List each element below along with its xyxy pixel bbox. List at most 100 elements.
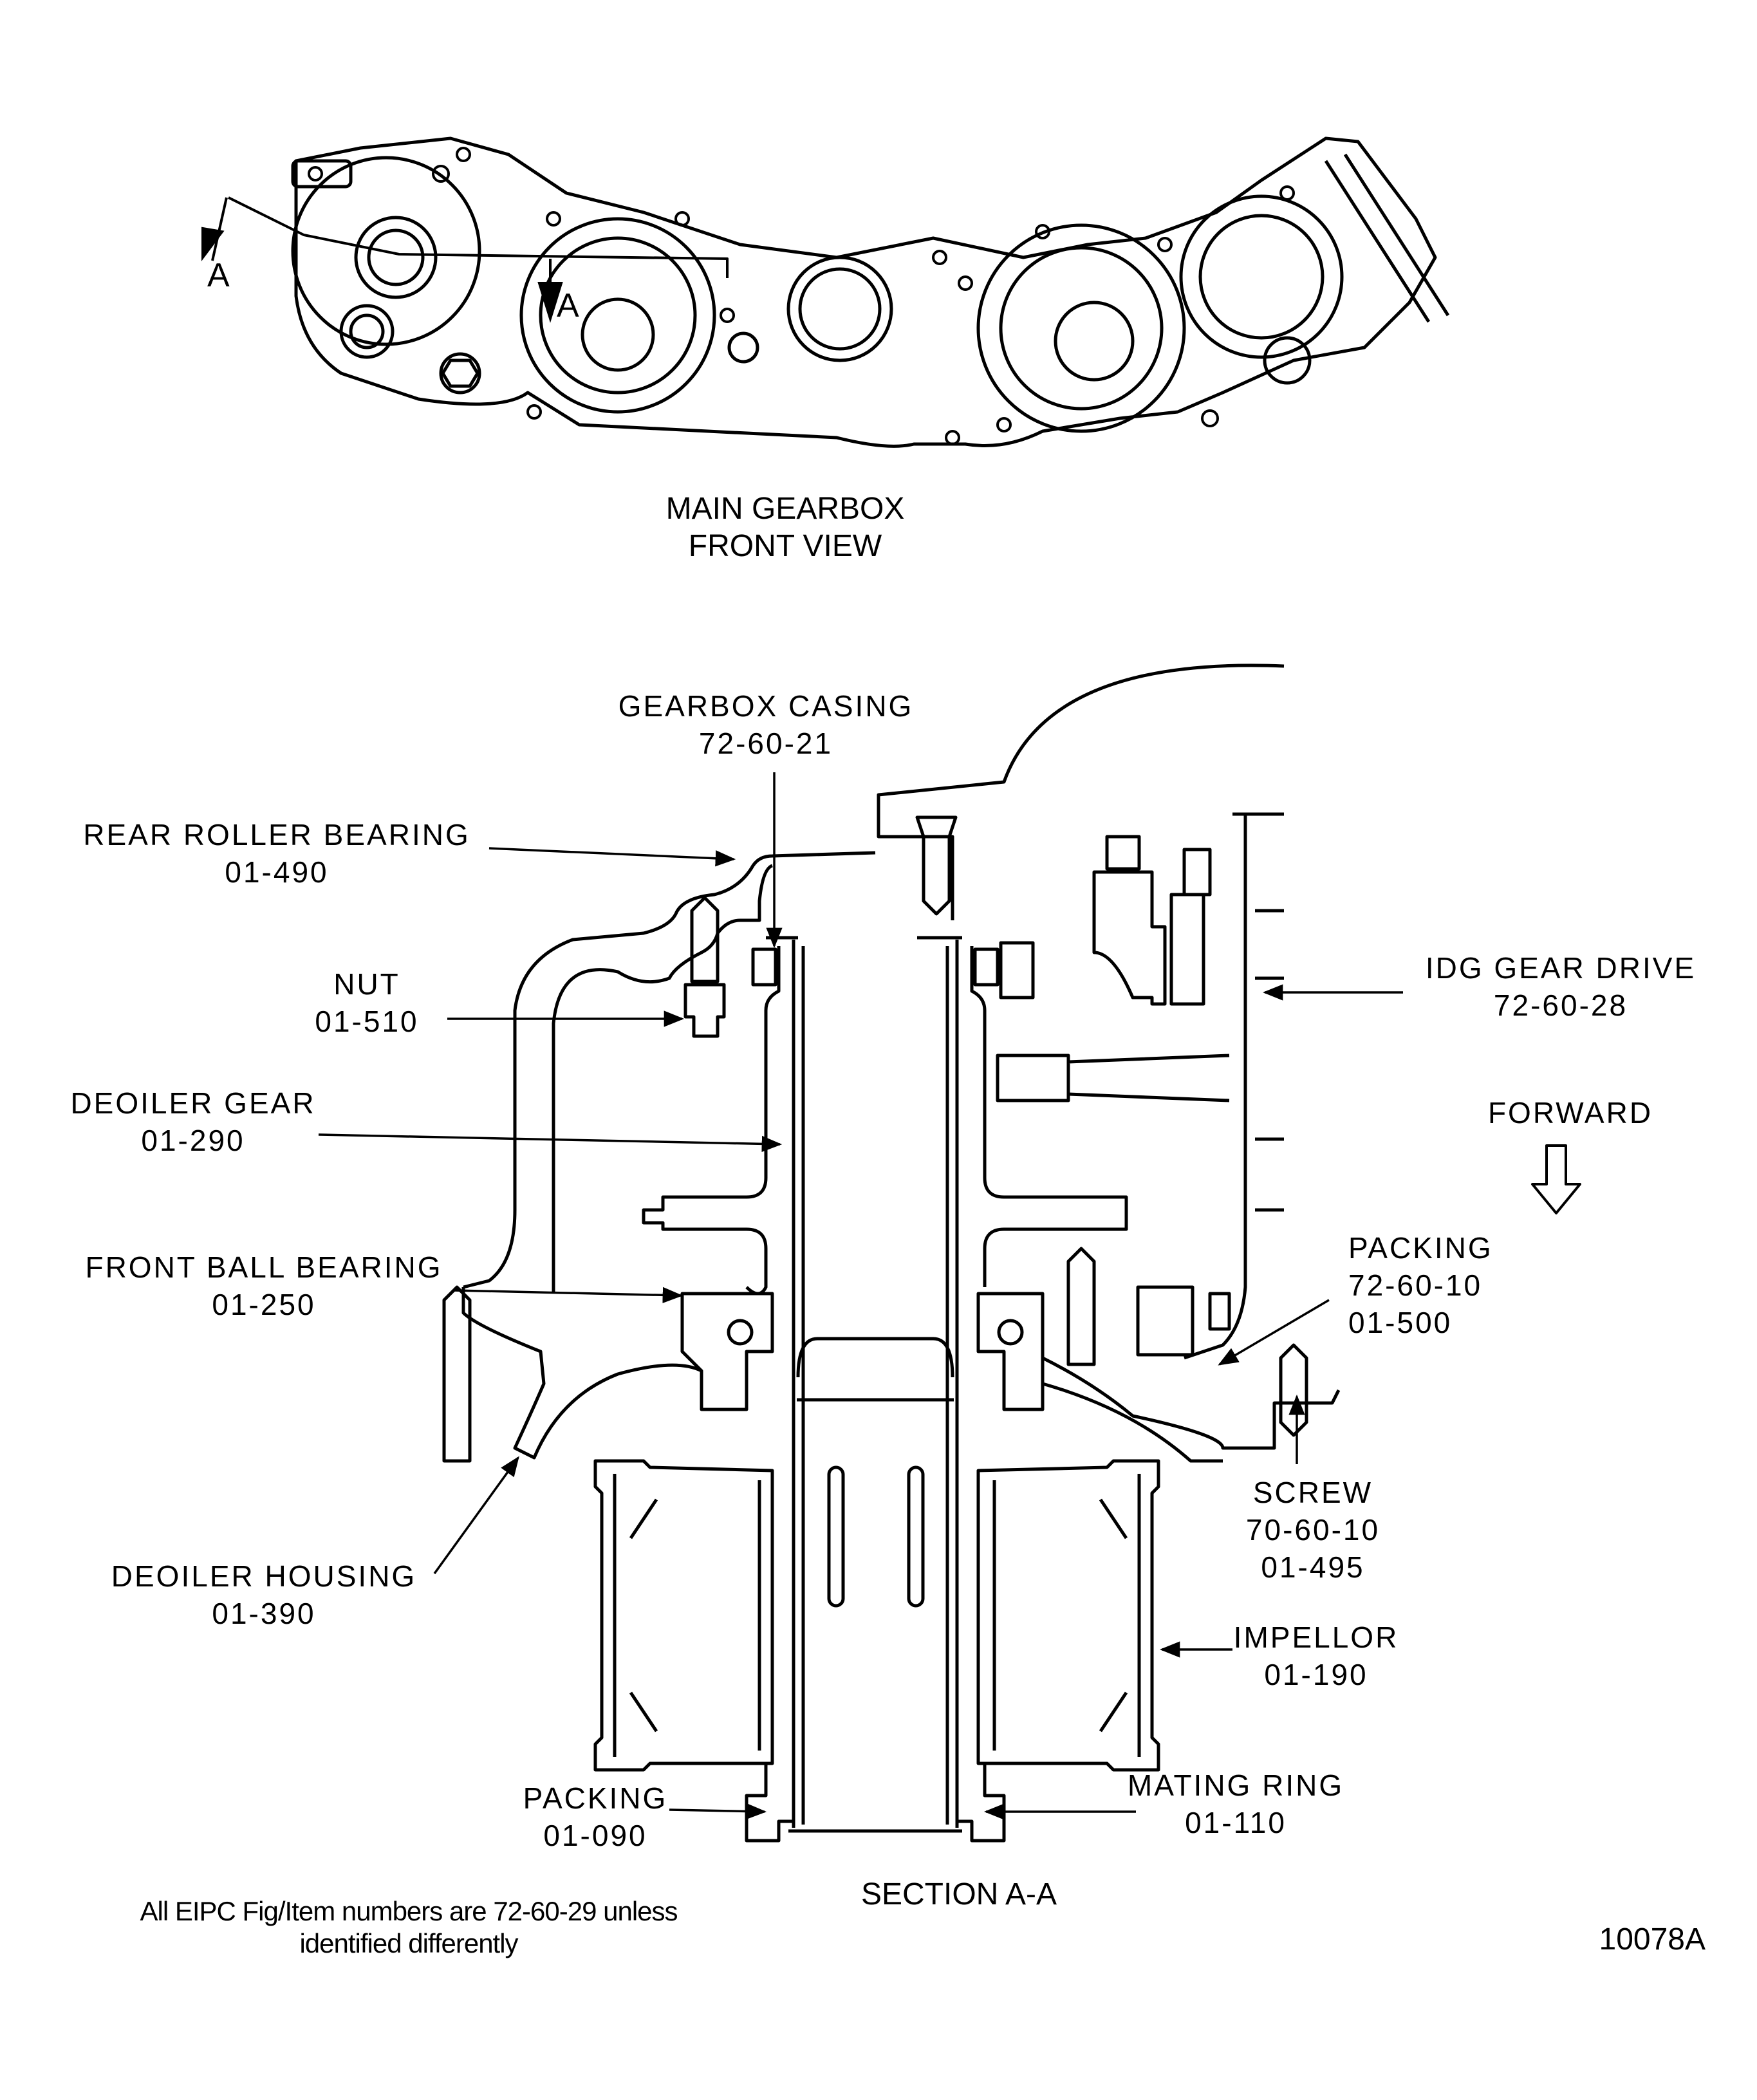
nut-left — [683, 983, 726, 1038]
screw-right — [1279, 1343, 1308, 1437]
callout-ref: 01-495 — [1261, 1550, 1365, 1584]
front-ball-left — [727, 1319, 754, 1346]
pad-2-hub — [581, 297, 655, 372]
figure-number: 10078A — [1599, 1922, 1706, 1956]
casing-left-outer — [463, 851, 876, 1289]
callout-nut: NUT 01-510 — [277, 965, 457, 1040]
section-caption: SECTION A-A — [860, 1877, 1057, 1911]
pad-center-inner — [798, 267, 882, 351]
callout-name: REAR ROLLER BEARING — [83, 818, 470, 851]
seal-right — [957, 1763, 1006, 1843]
rear-roller-bearing-right — [973, 947, 999, 987]
left-pad-outer — [291, 156, 481, 346]
leader-packing-upper — [1218, 1299, 1330, 1366]
main-gearbox-front-view — [228, 136, 1450, 448]
impellor-right-inner — [992, 1474, 1141, 1757]
section-arrows — [201, 197, 563, 323]
pad-2-inner — [539, 236, 697, 395]
slot-right — [907, 1465, 925, 1608]
callout-name: DEOILER GEAR — [70, 1086, 316, 1120]
callout-ref: 70-60-10 — [1245, 1513, 1380, 1547]
callout-name: GEARBOX CASING — [618, 689, 914, 723]
idg-gear-tooth — [996, 1054, 1230, 1102]
idg-block — [1169, 893, 1205, 1006]
callout-mating-ring: MATING RING 01-110 — [1107, 1767, 1364, 1841]
leader-deoiler-gear — [318, 1133, 783, 1153]
forward-label: FORWARD — [1487, 1096, 1653, 1129]
deoiler-gear-right-web — [970, 946, 1128, 1287]
pad-4-inner — [999, 246, 1164, 411]
callout-screw: SCREW 70-60-10 01-495 — [1223, 1474, 1403, 1586]
callout-impellor: IMPELLOR 01-190 — [1232, 1619, 1400, 1693]
callout-deoiler-housing: DEOILER HOUSING 01-390 — [97, 1557, 431, 1632]
callout-ref: 01-390 — [212, 1597, 316, 1630]
stud-right-top — [1066, 1247, 1096, 1366]
callout-ref: 72-60-21 — [698, 727, 833, 760]
casing-screw — [915, 815, 958, 916]
stud-left-top — [690, 896, 720, 983]
callout-ref: 01-290 — [141, 1124, 245, 1157]
footnote: All EIPC Fig/Item numbers are 72-60-29 u… — [39, 1895, 779, 1960]
casing-top-curve — [877, 664, 1285, 920]
left-pad-bore — [367, 228, 425, 286]
callout-ref: 01-190 — [1264, 1658, 1368, 1691]
leader-front-ball-bearing — [453, 1287, 683, 1303]
deoiler-housing-left — [461, 1287, 703, 1460]
pad-right-inner — [1198, 214, 1325, 340]
casing-left-inner — [552, 864, 774, 1294]
casing-right-web — [1184, 814, 1247, 1360]
front-bearing-right — [976, 1292, 1045, 1411]
callout-name: MATING RING — [1127, 1769, 1344, 1802]
idg-small-part — [1182, 848, 1212, 897]
forward-arrow-icon — [1531, 1144, 1581, 1214]
callout-name: PACKING — [523, 1781, 668, 1815]
callout-ref: 01-090 — [543, 1819, 647, 1852]
idg-nut — [1105, 835, 1141, 871]
pad-center — [786, 256, 893, 362]
callout-name: DEOILER HOUSING — [111, 1559, 417, 1593]
callout-packing-upper: PACKING 72-60-10 01-500 — [1348, 1229, 1516, 1341]
small-boss — [727, 331, 759, 364]
callout-ref: 72-60-10 — [1348, 1268, 1483, 1302]
right-bracket-rod — [1324, 153, 1450, 323]
section-line — [228, 196, 729, 278]
pad-right-port — [1263, 336, 1312, 385]
front-ball-right — [997, 1319, 1024, 1346]
callout-ref: 01-500 — [1348, 1306, 1453, 1339]
section-arrow-left — [211, 197, 228, 261]
inner-sleeve — [796, 1337, 954, 1402]
callout-name: NUT — [333, 967, 400, 1001]
left-pad-flange — [354, 216, 438, 299]
callout-gearbox-casing: GEARBOX CASING 72-60-21 — [602, 687, 930, 762]
deoiler-housing-right — [1041, 1356, 1341, 1463]
front-view-caption-line1: MAIN GEARBOX — [665, 492, 905, 526]
footnote-line2: identified differently — [299, 1928, 518, 1958]
callout-ref: 01-250 — [212, 1288, 316, 1321]
gearbox-outline — [294, 136, 1437, 448]
front-bearing-left — [680, 1292, 774, 1411]
callout-name: IDG GEAR DRIVE — [1425, 951, 1697, 985]
pad-right-flange — [1179, 194, 1344, 359]
pad-4-flange — [976, 223, 1186, 433]
section-letter-a-left: A — [207, 257, 230, 294]
impellor-left-inner — [613, 1474, 761, 1757]
callout-ref: 01-110 — [1185, 1806, 1287, 1839]
callout-ref: 01-510 — [315, 1005, 419, 1038]
callout-rear-roller-bearing: REAR ROLLER BEARING 01-490 — [64, 816, 489, 891]
leader-packing-lower — [669, 1803, 767, 1820]
packing-small — [1208, 1292, 1231, 1331]
callout-front-ball-bearing: FRONT BALL BEARING 01-250 — [58, 1249, 470, 1323]
section-arrow-right-head — [537, 282, 563, 323]
idg-housing — [1092, 870, 1167, 1006]
rear-roller-bearing-right-outer — [999, 941, 1035, 999]
impellor-left — [593, 1459, 774, 1772]
slot-left — [827, 1465, 845, 1608]
callout-name: SCREW — [1252, 1476, 1373, 1509]
casing-right-outer — [1232, 812, 1284, 1212]
hex-nut-front-hex — [441, 358, 479, 388]
leader-lines — [318, 772, 1403, 1820]
hex-nut-front — [439, 352, 481, 395]
leader-rear-roller-bearing — [488, 847, 736, 867]
rear-roller-bearing-left — [751, 947, 777, 987]
left-lower-port-inner — [349, 313, 385, 349]
